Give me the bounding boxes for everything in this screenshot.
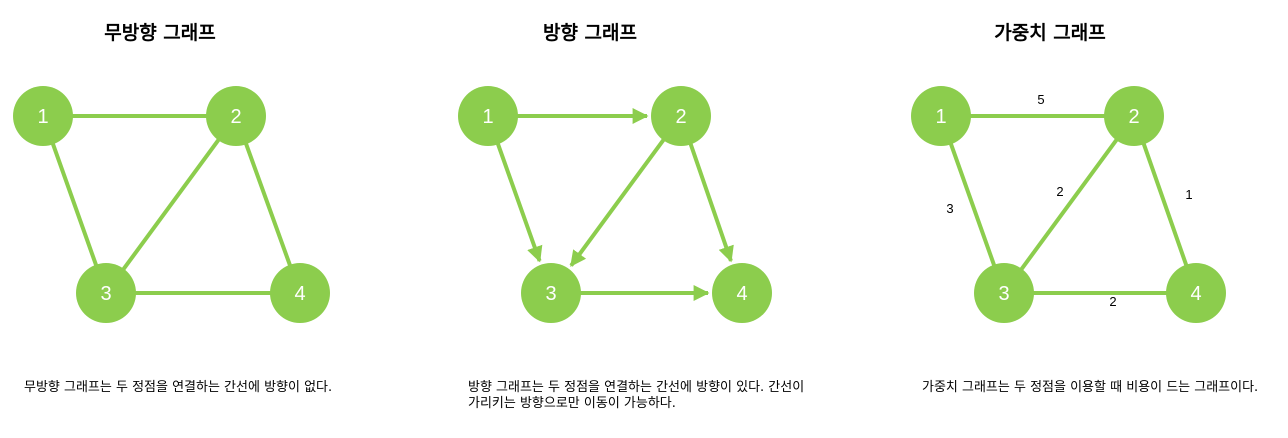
directed-graph-diagram: 1 2 3 4 <box>458 86 772 323</box>
undirected-edge-2-3 <box>115 129 227 280</box>
undirected-graph-panel: 무방향 그래프 1 2 3 4 무방향 그래프는 두 정점을 연결하는 간선에 방향이… <box>0 0 332 438</box>
weighted-edge-2-4 <box>1138 132 1192 277</box>
directed-graph-description: 방향 그래프는 두 정점을 연결하는 간선에 방향이 있다. 간선이 가리키는 … <box>468 380 805 411</box>
directed-edge-1-3 <box>492 132 543 263</box>
weighted-edge-weight-1-3: 3 <box>946 201 953 216</box>
directed-node-1 <box>458 86 518 146</box>
weighted-graph-description: 가중치 그래프는 두 정점을 이용할 때 비용이 드는 그래프이다. <box>922 380 1259 395</box>
weighted-edge-weight-2-4: 1 <box>1185 187 1192 202</box>
directed-node-2 <box>651 86 711 146</box>
undirected-node-label-3: 3 <box>100 283 111 305</box>
directed-graph-panel: 방향 그래프 1 2 3 4 방향 그래프는 두 정점을 연결하는 간선에 방향이 있… <box>440 0 820 438</box>
weighted-edge-2-3 <box>1013 129 1125 280</box>
undirected-node-1 <box>13 86 73 146</box>
directed-graph-title: 방향 그래프 <box>542 22 637 44</box>
directed-node-label-2: 2 <box>675 106 686 128</box>
weighted-graph-diagram: 5 3 2 1 2 1 2 3 4 <box>911 86 1226 323</box>
directed-node-label-3: 3 <box>545 283 556 305</box>
undirected-graph-description: 무방향 그래프는 두 정점을 연결하는 간선에 방향이 없다. <box>24 380 333 395</box>
weighted-edge-1-3 <box>945 132 1000 277</box>
undirected-edge-1-3 <box>47 132 102 277</box>
undirected-node-label-4: 4 <box>294 283 305 305</box>
weighted-node-label-2: 2 <box>1128 106 1139 128</box>
directed-node-4 <box>712 263 772 323</box>
weighted-node-label-4: 4 <box>1190 283 1201 305</box>
weighted-graph-title: 가중치 그래프 <box>994 22 1106 44</box>
directed-node-label-1: 1 <box>482 106 493 128</box>
directed-node-3 <box>521 263 581 323</box>
undirected-node-label-2: 2 <box>230 106 241 128</box>
weighted-node-label-3: 3 <box>998 283 1009 305</box>
weighted-node-4 <box>1166 263 1226 323</box>
undirected-graph-diagram: 1 2 3 4 <box>13 86 330 323</box>
undirected-edge-2-4 <box>240 132 296 277</box>
weighted-graph-panel: 가중치 그래프 5 3 2 1 2 1 2 3 4 가중치 그래프는 두 정점을 이용할 때 비… <box>900 0 1288 438</box>
weighted-node-1 <box>911 86 971 146</box>
directed-edge-2-4 <box>684 132 734 263</box>
undirected-node-3 <box>76 263 136 323</box>
weighted-node-2 <box>1104 86 1164 146</box>
weighted-edge-weight-3-4: 2 <box>1109 294 1116 309</box>
directed-node-label-4: 4 <box>736 283 747 305</box>
weighted-node-label-1: 1 <box>935 106 946 128</box>
weighted-edge-weight-2-3: 2 <box>1056 184 1063 199</box>
weighted-edge-weight-1-2: 5 <box>1037 92 1044 107</box>
undirected-node-2 <box>206 86 266 146</box>
undirected-graph-title: 무방향 그래프 <box>104 22 216 44</box>
weighted-node-3 <box>974 263 1034 323</box>
undirected-node-4 <box>270 263 330 323</box>
directed-edge-2-3 <box>569 129 672 267</box>
undirected-node-label-1: 1 <box>37 106 48 128</box>
